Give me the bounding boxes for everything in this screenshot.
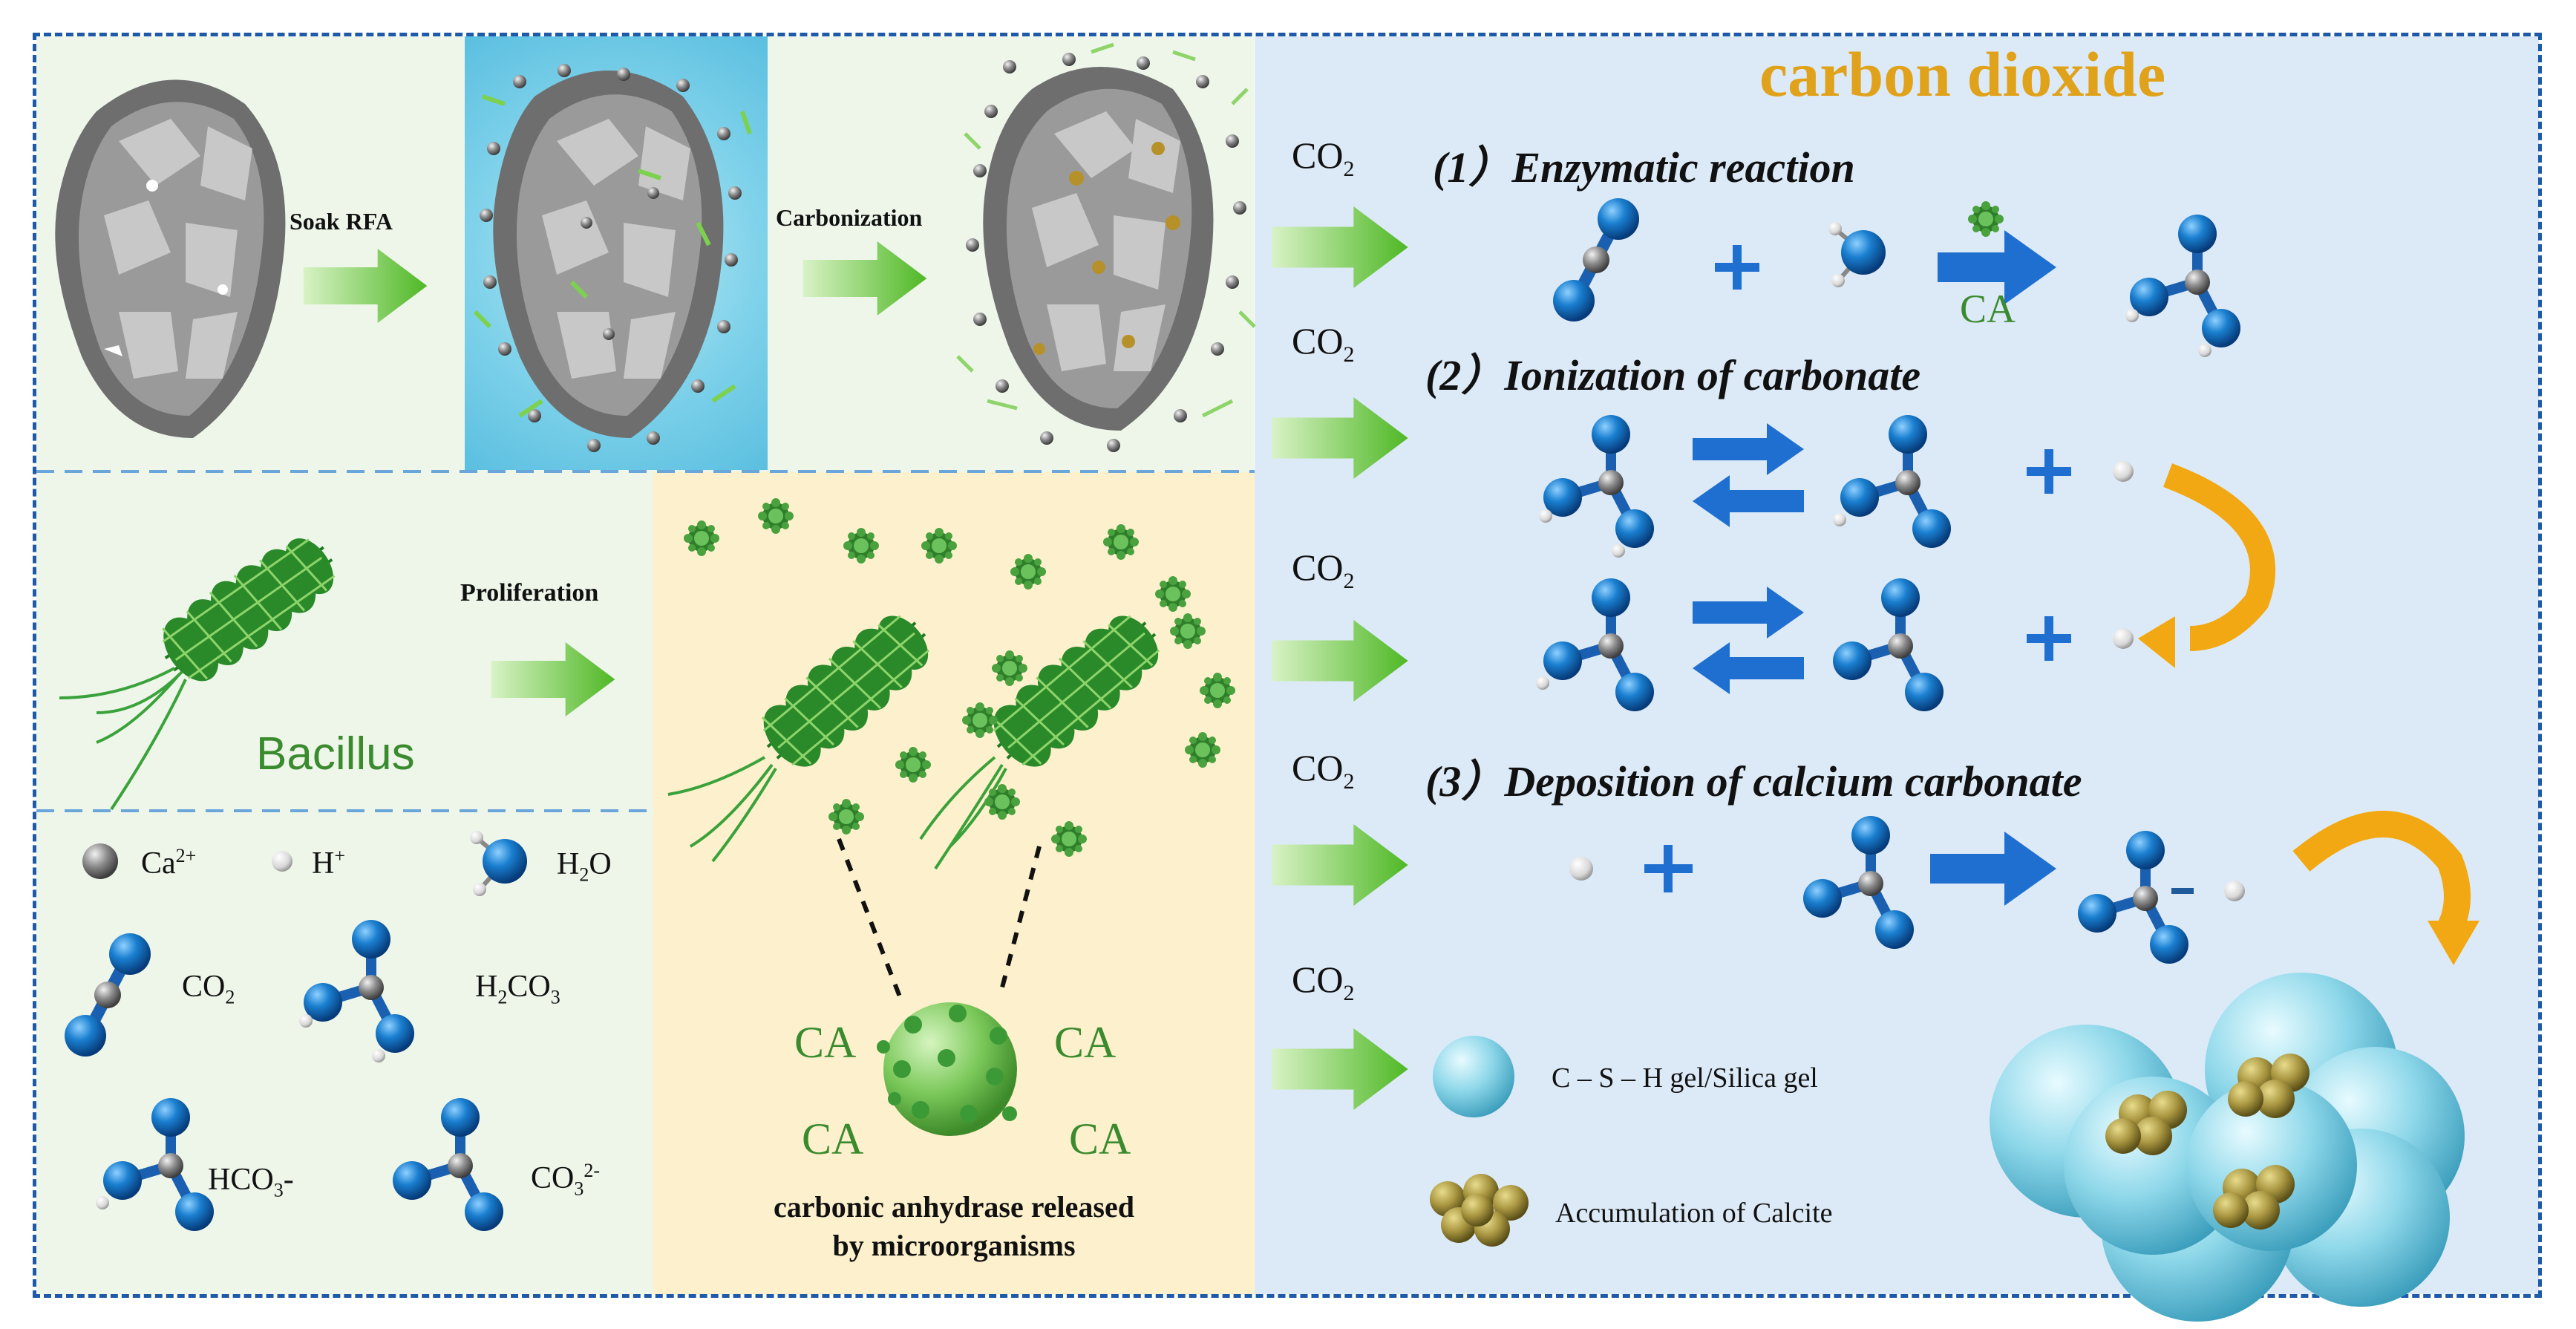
co2-sub-1: 2	[1343, 157, 1354, 181]
legend-h-text: H	[312, 846, 334, 881]
legend-h2co3-sub1: 2	[497, 986, 507, 1008]
proliferated-bacteria	[668, 599, 1175, 869]
co2-inflow-label-2: CO2	[1292, 319, 1354, 368]
co2-sub-4: 2	[1343, 769, 1354, 794]
legend-co3-label: CO32-	[531, 1160, 600, 1200]
proliferation-label: Proliferation	[460, 579, 598, 607]
reaction1-molecules	[1553, 198, 2240, 357]
co2-text-3: CO	[1292, 546, 1343, 588]
enzyme-caption: carbonic anhydrase released by microorga…	[653, 1188, 1255, 1265]
ca-label-bottom-left: CA	[802, 1114, 863, 1165]
legend-co3-charge: 2-	[583, 1160, 600, 1181]
co2-sub-5: 2	[1343, 981, 1354, 1005]
legend-h2co3-sub2: 3	[551, 986, 560, 1008]
carbonization-arrow	[803, 241, 927, 316]
carbonization-label: Carbonization	[776, 204, 922, 232]
calcite-cluster-icon	[1430, 1174, 1529, 1247]
co2-inflow-label-5: CO2	[1292, 958, 1354, 1006]
rfa-rock-raw	[55, 79, 285, 438]
co2-text-4: CO	[1292, 747, 1343, 788]
rfa-rock-soaked	[493, 71, 723, 438]
rfa-rock-carbonized	[983, 67, 1213, 431]
legend-co3-sub: 3	[574, 1178, 583, 1199]
legend-calcium-ion	[82, 843, 118, 879]
legend-co2-label: CO2	[182, 969, 235, 1008]
co2-inflow-label-4: CO2	[1292, 746, 1354, 794]
legend-co3-text: CO	[531, 1161, 574, 1195]
calcite-label: Accumulation of Calcite	[1555, 1197, 1833, 1230]
reaction2-title: (2）Ionization of carbonate	[1425, 340, 1920, 402]
legend-h2o-h: H	[557, 847, 579, 881]
reaction3-molecules	[1569, 816, 2479, 965]
legend-hco3-text: HCO	[208, 1163, 274, 1197]
reaction2-molecules	[1536, 415, 2263, 711]
co2-sub-3: 2	[1343, 569, 1354, 593]
legend-co2-text: CO	[182, 970, 225, 1004]
ca-label-top-right: CA	[1054, 1017, 1116, 1068]
co2-text-1: CO	[1292, 134, 1343, 176]
legend-h2co3-label: H2CO3	[475, 969, 560, 1008]
co2-inflow-label-1: CO2	[1292, 134, 1354, 182]
legend-molecules	[65, 831, 527, 1231]
reaction1-catalyst-label: CA	[1960, 286, 2016, 332]
ca-label-bottom-right: CA	[1069, 1114, 1131, 1165]
legend-h-charge: +	[334, 845, 345, 866]
reaction1-title: (1）Enzymatic reaction	[1433, 132, 1855, 195]
co2-inflow-label-3: CO2	[1292, 546, 1354, 594]
co2-text-2: CO	[1292, 320, 1343, 362]
enzyme-caption-line2: by microorganisms	[653, 1227, 1255, 1265]
legend-h2co3-h: H	[475, 970, 497, 1004]
co2-sub-2: 2	[1343, 342, 1354, 367]
legend-h2o-o: O	[589, 847, 611, 881]
bacillus-label: Bacillus	[256, 728, 415, 780]
legend-h2o-label: H2O	[557, 846, 612, 886]
legend-co2	[65, 933, 151, 1057]
legend-ca-text: Ca	[141, 846, 176, 881]
legend-co2-sub: 2	[225, 986, 235, 1008]
carbonic-anhydrase-enzyme	[877, 1002, 1017, 1136]
page-title: carbon dioxide	[1759, 37, 2165, 111]
reaction3-title: (3）Deposition of calcium carbonate	[1425, 746, 2082, 809]
legend-hco3-sub: 3	[274, 1179, 284, 1201]
co2-text-5: CO	[1292, 959, 1343, 1000]
carbonic-anhydrase-particles	[684, 498, 1235, 857]
legend-ca-charge: 2+	[176, 845, 197, 866]
ca-label-top-left: CA	[794, 1017, 856, 1068]
legend-h2o-sub: 2	[579, 863, 589, 885]
soak-arrow	[304, 249, 428, 323]
legend-hco3-charge: -	[284, 1163, 294, 1197]
legend-h2co3	[299, 920, 414, 1062]
legend-hco3	[96, 1098, 214, 1231]
legend-co3	[393, 1098, 503, 1231]
legend-h2co3-co: CO	[507, 970, 550, 1004]
soak-rfa-label: Soak RFA	[290, 208, 393, 235]
legend-hydrogen-ion	[272, 851, 292, 872]
legend-h-ion-label: H+	[312, 845, 345, 881]
legend-hco3-label: HCO3-	[208, 1162, 294, 1201]
calcite-gel-deposit	[1990, 973, 2465, 1322]
gel-sphere-icon	[1433, 1036, 1514, 1117]
proliferation-arrow	[491, 642, 615, 716]
gel-label: C – S – H gel/Silica gel	[1552, 1062, 1818, 1094]
legend-water	[470, 831, 527, 896]
enzyme-caption-line1: carbonic anhydrase released	[653, 1188, 1255, 1227]
legend-ca-ion-label: Ca2+	[141, 845, 196, 881]
